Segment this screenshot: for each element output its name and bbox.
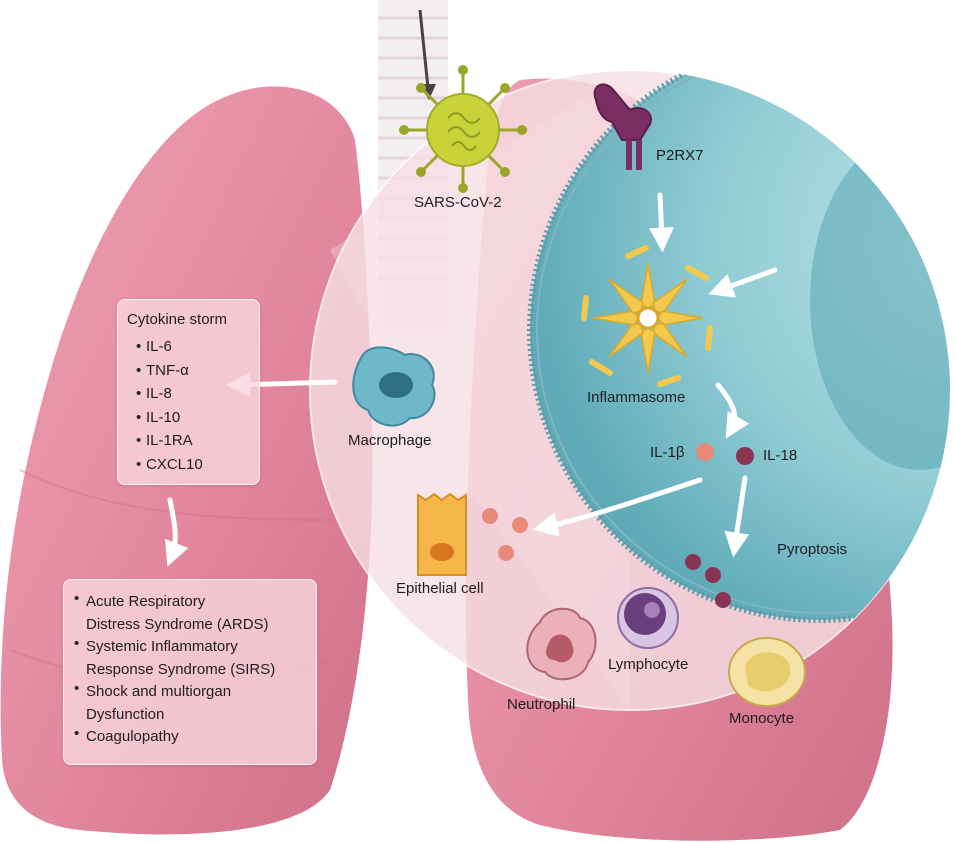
cytokine-item: IL-10	[136, 406, 203, 430]
cytokine-item: IL-1RA	[136, 429, 203, 453]
il1b-particle-icons	[482, 443, 714, 561]
clinical-outcomes-box: Acute Respiratory Distress Syndrome (ARD…	[63, 579, 317, 765]
il18-label: IL-18	[763, 447, 798, 464]
p2rx7-receptor-icon	[593, 83, 652, 170]
monocyte-icon	[728, 637, 806, 707]
macrophage-label: Macrophage	[348, 432, 432, 449]
cytokine-list: IL-6 TNF-α IL-8 IL-10 IL-1RA CXCL10	[136, 335, 203, 476]
virus-label: SARS-CoV-2	[414, 194, 502, 211]
monocyte-label: Monocyte	[729, 710, 795, 727]
p2rx7-label: P2RX7	[656, 147, 704, 164]
neutrophil-icon	[526, 607, 597, 681]
cytokine-item: CXCL10	[136, 453, 203, 477]
inflammasome-label: Inflammasome	[587, 389, 686, 406]
inflammasome-icon	[581, 245, 713, 387]
outcome-item: Coagulopathy	[74, 723, 275, 749]
il18-particle-icons	[685, 447, 754, 608]
cytokine-storm-box: Cytokine storm IL-6 TNF-α IL-8 IL-10 IL-…	[117, 299, 260, 485]
outcome-item: Shock and multiorgan Dysfunction	[74, 678, 275, 726]
cytokine-item: IL-6	[136, 335, 203, 359]
outcome-item: Acute Respiratory Distress Syndrome (ARD…	[74, 588, 275, 636]
macrophage-icon	[352, 346, 436, 427]
pyroptosis-label: Pyroptosis	[777, 541, 848, 558]
magnified-region	[309, 69, 951, 711]
epithelial-cell-label: Epithelial cell	[396, 580, 484, 597]
outcome-item: Systemic Inflammatory Response Syndrome …	[74, 633, 275, 681]
lymphocyte-icon	[617, 587, 679, 649]
neutrophil-label: Neutrophil	[507, 696, 576, 713]
cytokine-item: IL-8	[136, 382, 203, 406]
cytokine-storm-title: Cytokine storm	[127, 311, 228, 328]
epithelial-cell-icon	[417, 492, 467, 576]
lymphocyte-label: Lymphocyte	[608, 656, 689, 673]
virus-icon	[399, 65, 527, 193]
outcome-list: Acute Respiratory Distress Syndrome (ARD…	[74, 588, 275, 749]
cytokine-item: TNF-α	[136, 359, 203, 383]
il1b-label: IL-1β	[650, 444, 685, 461]
